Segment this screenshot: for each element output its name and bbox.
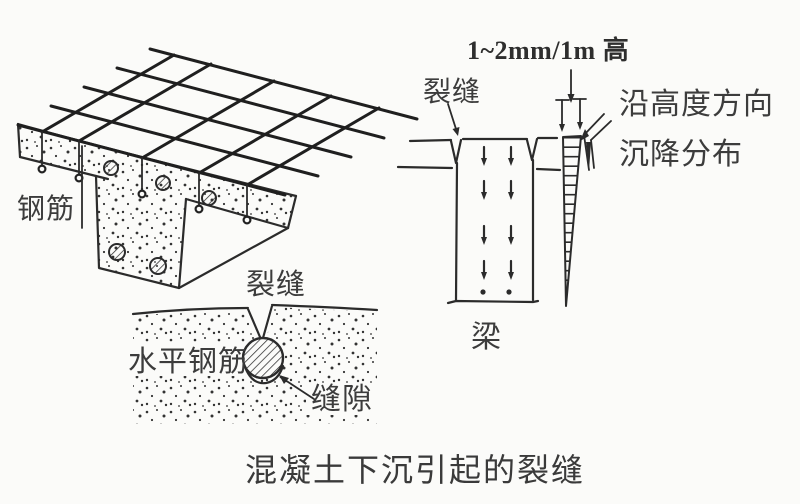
crack-label: 裂缝	[423, 76, 481, 108]
slab-bottom-left-edge	[18, 155, 110, 181]
rebar-section	[108, 243, 126, 261]
rebar-section	[103, 160, 119, 176]
crack-label: 裂缝	[246, 268, 306, 301]
hook-loop	[242, 215, 252, 225]
beam-label: 梁	[471, 321, 502, 354]
distribution-label-leader	[580, 113, 612, 171]
slab-right-edge	[286, 194, 298, 230]
hook-loop	[37, 164, 47, 174]
cut-rebar-sections	[103, 160, 217, 275]
mesh-bar	[197, 94, 333, 175]
crack-width-dimension-marks	[555, 69, 587, 132]
rebar-section	[149, 257, 167, 275]
figure-caption: 混凝土下沉引起的裂缝	[245, 452, 585, 488]
hook-loop	[194, 204, 204, 214]
hook-loop	[137, 189, 147, 199]
gap-label-leader	[281, 377, 315, 400]
mesh-bar	[40, 53, 176, 134]
mesh-bar	[16, 123, 287, 197]
settlement-distribution-wedge	[562, 135, 582, 307]
bottom-rebar-dot	[506, 289, 512, 295]
rebar-section	[201, 190, 217, 206]
crack-label-leader	[447, 103, 457, 130]
mesh-bar	[245, 106, 381, 187]
gap-leader-arrowhead	[279, 375, 289, 384]
beam-bottom	[446, 299, 540, 305]
label-clearing	[306, 383, 378, 415]
beam-section-figure: 1~2mm/1m 高 裂缝 沿高度方向 沉降分布 梁	[396, 35, 774, 354]
slab-left-edge	[16, 122, 22, 159]
crack-notch	[449, 138, 463, 165]
surface-line-left	[131, 306, 250, 316]
rebar-label: 钢筋	[17, 193, 75, 225]
beam-left-side	[454, 161, 459, 302]
rebar-mesh	[16, 47, 419, 197]
crack-width-dimension-label: 1~2mm/1m 高	[467, 35, 629, 65]
crack-edge	[246, 307, 262, 339]
horizontal-rebar-label: 水平钢筋	[128, 345, 248, 378]
rebar-section	[155, 175, 171, 191]
bottom-rebar-dot	[480, 289, 486, 295]
gap-label: 缝隙	[311, 383, 373, 416]
crack-leader-arrowhead	[452, 127, 460, 136]
mesh-bar	[148, 47, 419, 121]
mesh-bar	[77, 62, 213, 143]
soffit-far-edge	[177, 226, 290, 290]
crack-notch	[525, 137, 539, 162]
crack-edge	[261, 304, 274, 340]
slab-underside-right	[535, 167, 562, 172]
crack-void	[248, 305, 272, 338]
mesh-bar	[82, 85, 353, 159]
label-clearing	[124, 342, 248, 376]
distribution-label-line2: 沉降分布	[619, 138, 743, 171]
settlement-arrows	[481, 145, 514, 280]
beam-stem-outline	[94, 174, 188, 290]
slab-underside-left	[396, 165, 454, 170]
slab-top-line-left	[408, 138, 453, 143]
surface-line-right	[270, 303, 379, 312]
mesh-bar	[140, 79, 276, 160]
gap-under-rebar	[243, 364, 285, 385]
concrete-slab-and-beam	[18, 124, 296, 288]
slab-mesh-figure: 钢筋	[16, 47, 419, 290]
settlement-detail-figure: 裂缝 水平钢筋 缝隙	[124, 268, 379, 424]
horizontal-rebar-section	[241, 336, 285, 380]
distribution-label-line1: 沿高度方向	[619, 88, 774, 121]
soffit-near-edge	[184, 197, 290, 230]
mesh-bar	[115, 66, 386, 140]
mesh-bar	[49, 104, 320, 178]
